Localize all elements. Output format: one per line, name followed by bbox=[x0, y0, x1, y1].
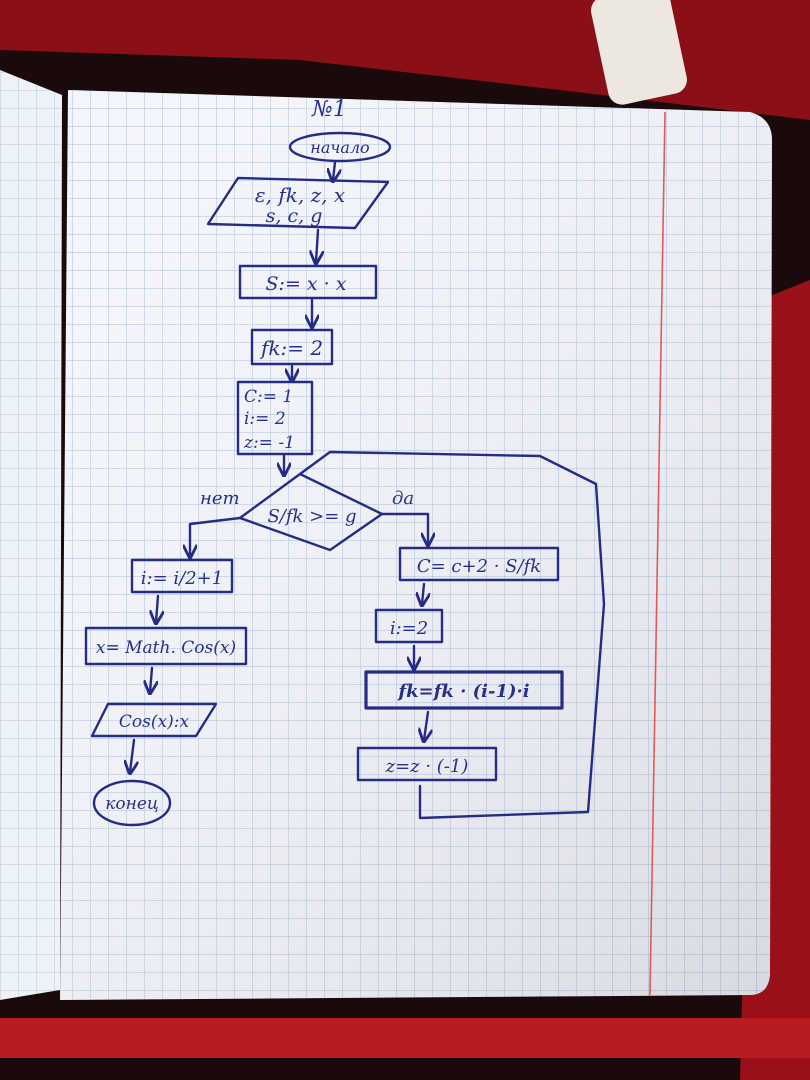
start-terminal: начало bbox=[288, 131, 392, 163]
left-i-label: i:= i/2+1 bbox=[141, 568, 223, 589]
process-left-x: x= Math. Cos(x) bbox=[84, 626, 248, 666]
init-c-label: C:= 1 bbox=[244, 387, 293, 407]
process-fk-assign: fk:= 2 bbox=[250, 328, 334, 366]
s-assign-label: S:= x · x bbox=[266, 273, 347, 295]
input-line1: ε, fk, z, x bbox=[255, 183, 345, 207]
margin-line bbox=[649, 111, 666, 996]
page-title: №1 bbox=[311, 97, 347, 122]
desk-red-strip bbox=[0, 1018, 810, 1058]
start-label: начало bbox=[310, 138, 369, 157]
process-s-assign: S:= x · x bbox=[238, 264, 378, 300]
left-x-label: x= Math. Cos(x) bbox=[96, 638, 236, 658]
decision-node: S/fk >= g bbox=[238, 472, 384, 552]
end-terminal: конец bbox=[92, 779, 172, 827]
input-node: ε, fk, z, x s, c, g bbox=[206, 176, 390, 230]
process-left-i: i:= i/2+1 bbox=[130, 558, 234, 594]
init-z-label: z:= -1 bbox=[243, 433, 295, 453]
init-i-label: i:= 2 bbox=[244, 409, 286, 429]
output-node: Cos(x):x bbox=[90, 702, 218, 738]
loop-back-connector bbox=[298, 450, 606, 820]
eraser bbox=[591, 0, 687, 105]
yes-branch-label: да bbox=[392, 488, 414, 509]
process-right-i: i:=2 bbox=[374, 608, 444, 644]
right-i-label: i:=2 bbox=[390, 618, 428, 639]
right-fk-label: fk=fk · (i-1)·i bbox=[396, 681, 529, 702]
right-z-label: z=z · (-1) bbox=[385, 756, 469, 777]
decision-label: S/fk >= g bbox=[267, 506, 356, 527]
no-branch-label: нет bbox=[200, 488, 240, 509]
end-label: конец bbox=[105, 794, 159, 814]
right-c-label: C= c+2 · S/fk bbox=[417, 556, 541, 577]
process-right-fk: fk=fk · (i-1)·i bbox=[364, 670, 564, 710]
fk-assign-label: fk:= 2 bbox=[259, 336, 323, 360]
output-label: Cos(x):x bbox=[119, 712, 190, 732]
process-right-z: z=z · (-1) bbox=[356, 746, 498, 782]
process-right-c: C= c+2 · S/fk bbox=[398, 546, 560, 582]
input-line2: s, c, g bbox=[266, 205, 323, 227]
process-init: C:= 1 i:= 2 z:= -1 bbox=[236, 380, 314, 456]
